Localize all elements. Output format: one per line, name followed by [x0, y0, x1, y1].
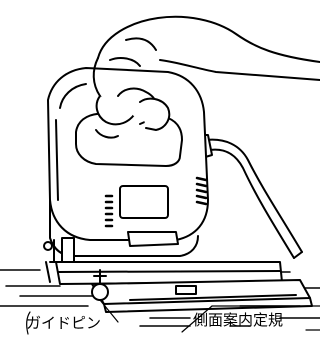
- vent-slots-front: [104, 194, 114, 228]
- power-cord: [199, 134, 303, 259]
- guide-pin-label: ガイドピン: [26, 314, 102, 332]
- vent-slots-rear: [195, 176, 208, 206]
- side-guide-label: 側面案内定規: [193, 311, 284, 329]
- side-guide-ruler: [91, 279, 313, 313]
- hand: [92, 15, 320, 139]
- guide-pin: [91, 269, 109, 301]
- callout-leaders: [26, 299, 320, 335]
